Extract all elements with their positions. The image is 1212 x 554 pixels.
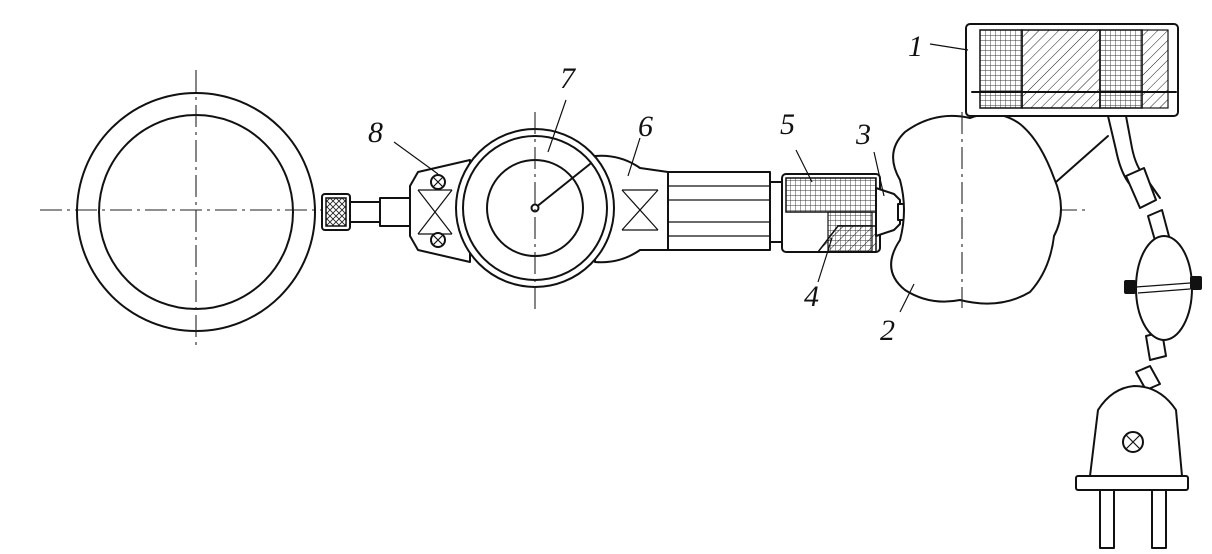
- probe-tip: [321, 193, 411, 231]
- label-8: 8: [368, 116, 383, 149]
- label-5: 5: [780, 108, 795, 141]
- handle-part-6: [594, 154, 783, 264]
- power-plug: [1075, 385, 1189, 549]
- leader-lines: [393, 43, 969, 313]
- dial-needle: [534, 163, 591, 209]
- label-7: 7: [560, 62, 577, 95]
- sleeve-part-5: [781, 173, 911, 253]
- label-4: 4: [804, 280, 819, 313]
- label-1: 1: [908, 30, 923, 63]
- magnet-housing-part-1: [965, 23, 1179, 117]
- dial-indicator-part-7: [455, 112, 615, 310]
- ring-workpiece: [76, 70, 316, 350]
- label-3: 3: [855, 118, 871, 151]
- chuck-part-8: [409, 159, 471, 263]
- label-6: 6: [638, 110, 653, 143]
- label-2: 2: [880, 314, 895, 347]
- inline-switch: [1124, 235, 1202, 341]
